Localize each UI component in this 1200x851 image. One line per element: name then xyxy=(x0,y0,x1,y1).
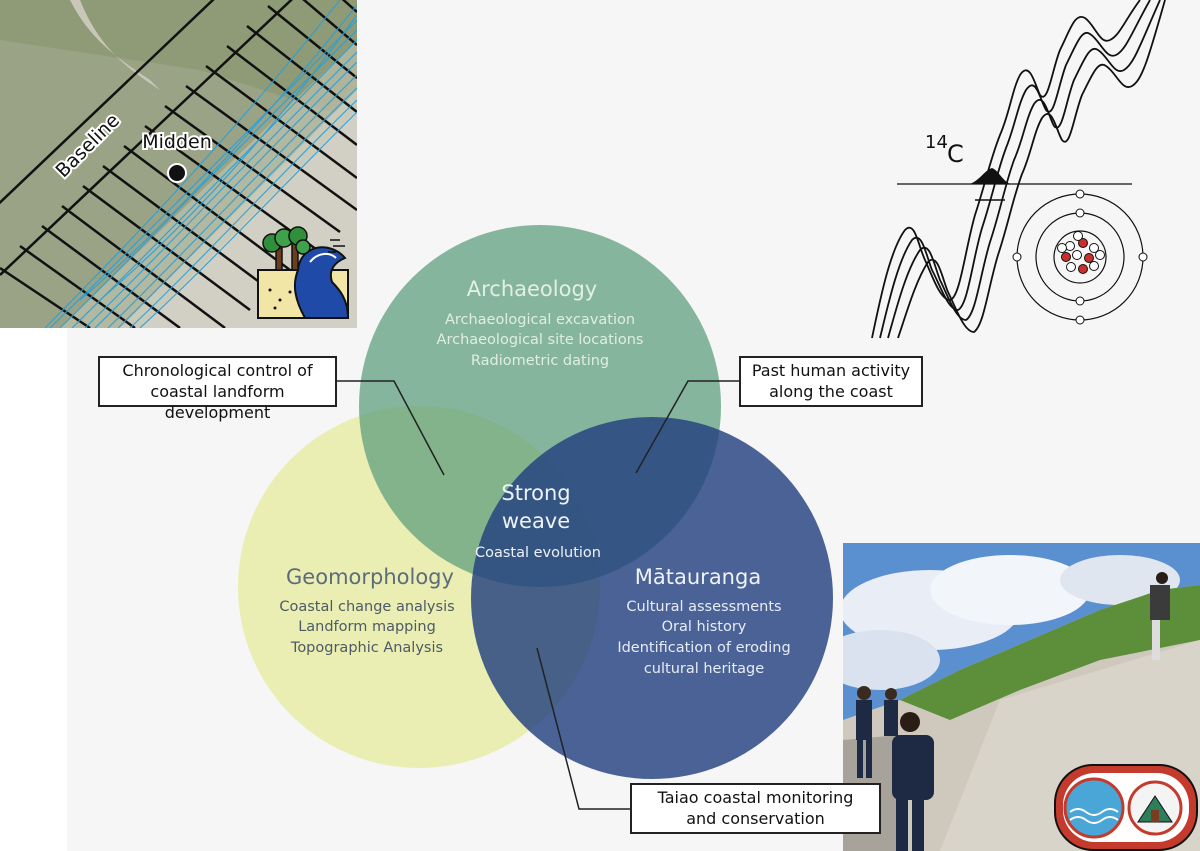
callout-taiao-monitoring: Taiao coastal monitoring and conservatio… xyxy=(630,783,881,834)
center-title-line2: weave xyxy=(502,509,570,533)
atom-nucleus xyxy=(1057,231,1105,274)
radiocarbon-calibration-curve xyxy=(871,0,1166,339)
coastal-erosion-icon xyxy=(257,226,350,319)
center-subtitle: Coastal evolution xyxy=(475,545,601,561)
matauranga-item-3: Identification of eroding xyxy=(617,640,790,656)
geomorphology-item-3: Topographic Analysis xyxy=(290,640,443,656)
midden-marker xyxy=(167,163,187,183)
callout-leader-lines xyxy=(336,380,739,810)
callout-taiao-line2: and conservation xyxy=(686,809,825,828)
callout-past-human-line1: Past human activity xyxy=(751,361,911,380)
callout-past-human-line2: along the coast xyxy=(769,382,893,401)
transect-lines xyxy=(0,0,357,328)
archaeology-item-3: Radiometric dating xyxy=(471,353,609,369)
callout-chronological-control: Chronological control of coastal landfor… xyxy=(98,356,337,422)
midden-label: Midden xyxy=(142,131,212,153)
matauranga-item-1: Cultural assessments xyxy=(626,599,781,615)
probability-distribution xyxy=(970,168,1010,184)
archaeology-title: Archaeology xyxy=(467,277,597,301)
shoreline-lines xyxy=(44,0,357,328)
callout-chronological-line2: coastal landform development xyxy=(150,382,285,422)
archaeology-item-1: Archaeological excavation xyxy=(445,312,635,328)
matauranga-item-2: Oral history xyxy=(662,619,747,635)
atom-electrons xyxy=(1012,189,1148,325)
people xyxy=(856,572,1170,851)
archaeology-item-2: Archaeological site locations xyxy=(437,332,644,348)
c14-symbol: C xyxy=(947,140,964,168)
geomorphology-item-2: Landform mapping xyxy=(298,619,436,635)
callout-past-human-activity: Past human activity along the coast xyxy=(739,356,923,407)
callout-taiao-line1: Taiao coastal monitoring xyxy=(657,788,854,807)
geomorphology-title: Geomorphology xyxy=(286,565,454,589)
center-title-line1: Strong xyxy=(501,481,570,505)
matauranga-item-4: cultural heritage xyxy=(644,661,764,677)
matauranga-circle xyxy=(471,417,833,779)
matauranga-title: Mātauranga xyxy=(635,565,761,589)
aerial-map xyxy=(0,0,357,328)
logo-badge xyxy=(1054,764,1198,851)
geomorphology-item-1: Coastal change analysis xyxy=(279,599,454,615)
venn-diagram xyxy=(238,225,833,779)
callout-chronological-line1: Chronological control of xyxy=(122,361,313,380)
c14-superscript: 14 xyxy=(925,132,948,153)
field-photo xyxy=(843,543,1200,851)
